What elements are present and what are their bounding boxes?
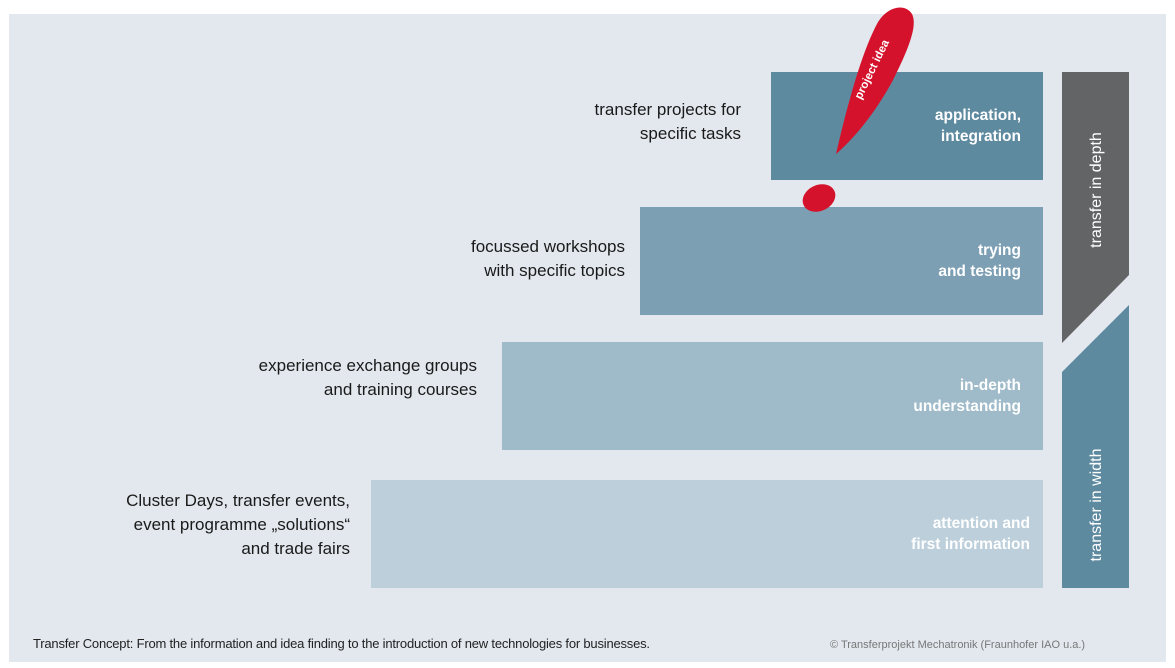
description-application: transfer projects for specific tasks	[594, 100, 741, 143]
step-in-depth-understanding: in-depth understanding	[502, 342, 1043, 450]
figure-caption: Transfer Concept: From the information a…	[33, 636, 650, 651]
step-attention-first-information: attention and first information	[371, 480, 1043, 588]
transfer-width-label: transfer in width	[1088, 448, 1105, 562]
description-attention: Cluster Days, transfer events, event pro…	[126, 491, 350, 558]
transfer-depth-label: transfer in depth	[1088, 132, 1105, 248]
step-label: in-depth understanding	[913, 377, 1021, 415]
description-trying: focussed workshops with specific topics	[470, 237, 625, 280]
description-in-depth: experience exchange groups and training …	[258, 356, 477, 399]
step-label: trying and testing	[938, 242, 1021, 280]
step-label: attention and first information	[911, 515, 1030, 553]
transfer-width-arrow	[1062, 305, 1129, 588]
step-trying-testing: trying and testing	[640, 207, 1043, 315]
project-idea-icon	[836, 7, 914, 154]
step-label: application, integration	[934, 107, 1021, 145]
copyright-notice: © Transferprojekt Mechatronik (Fraunhofe…	[830, 639, 1086, 651]
idea-dot-icon	[802, 184, 836, 212]
step-application-integration: application, integration	[771, 72, 1043, 180]
transfer-depth-arrow	[1062, 72, 1129, 343]
